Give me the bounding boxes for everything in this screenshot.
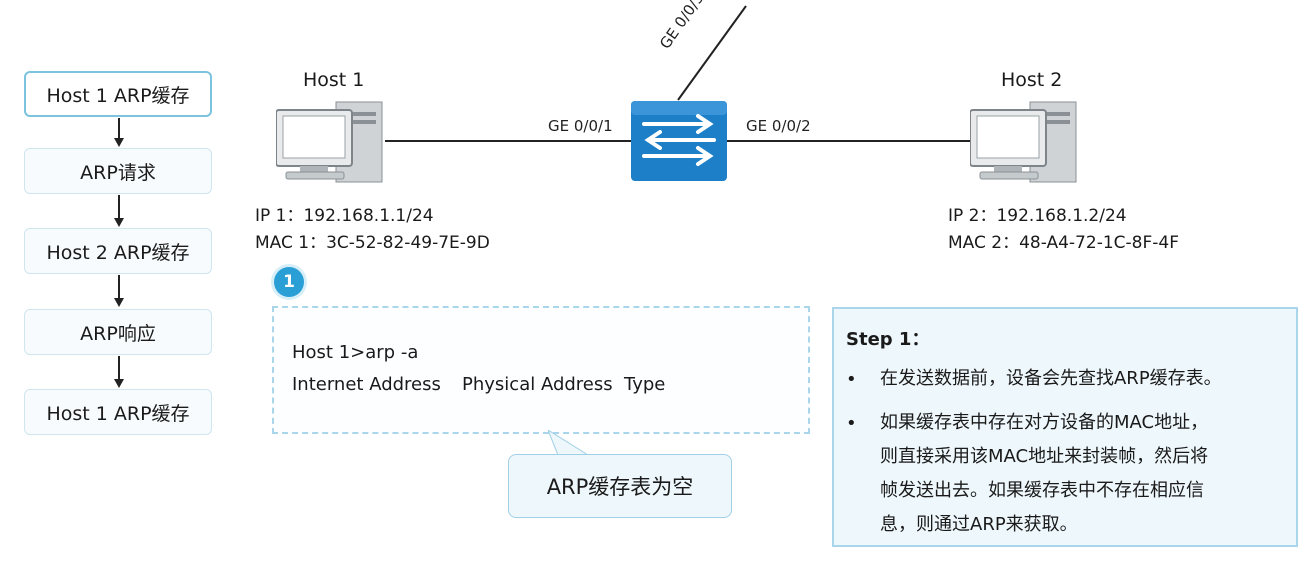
arp-table-header-internet-address: Internet Address [292, 374, 441, 395]
command-line: Host 1>arp -a [292, 342, 419, 363]
arp-cache-empty-callout: ARP缓存表为空 [508, 454, 732, 518]
topology-links [385, 5, 972, 142]
host2-ip: IP 2：192.168.1.2/24 [948, 206, 1127, 226]
link-switch-uplink [677, 5, 747, 101]
host2-computer-icon[interactable] [970, 100, 1080, 185]
flow-step-label: ARP响应 [80, 322, 156, 345]
bullet-line: 则直接采用该MAC地址来封装帧，然后将 [880, 446, 1209, 467]
host1-mac: MAC 1：3C-52-82-49-7E-9D [255, 233, 490, 253]
flow-step-host1-cache[interactable]: Host 1 ARP缓存 [24, 71, 212, 117]
step-explanation-panel: Step 1： • 在发送数据前，设备会先查找ARP缓存表。 • 如果缓存表中存… [832, 307, 1298, 547]
callout-text: ARP缓存表为空 [546, 475, 694, 499]
arp-command-output: Host 1>arp -a Internet Address Physical … [272, 306, 810, 434]
bullet-line: 在发送数据前，设备会先查找ARP缓存表。 [880, 368, 1222, 389]
bullet-line: 息，则通过ARP来获取。 [880, 514, 1078, 535]
bullet-line: 如果缓存表中存在对方设备的MAC地址， [880, 412, 1209, 433]
flow-step-host1-cache-final[interactable]: Host 1 ARP缓存 [24, 389, 212, 435]
flow-step-label: Host 1 ARP缓存 [46, 84, 190, 107]
flow-step-label: ARP请求 [80, 161, 156, 184]
bullet-line: 帧发送出去。如果缓存表中不存在相应信 [880, 480, 1204, 501]
bullet-dot: • [846, 369, 857, 390]
arp-table-header-type: Type [624, 374, 666, 395]
host1-computer-icon[interactable] [276, 100, 386, 185]
flow-step-host2-cache[interactable]: Host 2 ARP缓存 [24, 228, 212, 274]
flow-arrow [114, 195, 124, 227]
host1-label: Host 1 [303, 69, 365, 91]
flow-arrow [114, 356, 124, 388]
flow-step-label: Host 1 ARP缓存 [46, 402, 190, 425]
bullet-dot: • [846, 413, 857, 434]
flow-arrow [114, 275, 124, 307]
step-title: Step 1： [846, 329, 930, 350]
host1-ip: IP 1：192.168.1.1/24 [255, 206, 434, 226]
step-number-badge: 1 [274, 267, 304, 297]
flow-step-arp-reply[interactable]: ARP响应 [24, 309, 212, 355]
port-ge002-label: GE 0/0/2 [746, 117, 811, 135]
bullet-text-2: 如果缓存表中存在对方设备的MAC地址， 则直接采用该MAC地址来封装帧，然后将 … [880, 406, 1290, 542]
switch-icon[interactable] [630, 100, 728, 182]
arp-table-header-physical-address: Physical Address [462, 374, 613, 395]
bullet-text-1: 在发送数据前，设备会先查找ARP缓存表。 [880, 362, 1290, 396]
port-ge001-label: GE 0/0/1 [548, 117, 613, 135]
flow-step-label: Host 2 ARP缓存 [46, 241, 190, 264]
host2-mac: MAC 2：48-A4-72-1C-8F-4F [948, 233, 1179, 253]
flow-step-arp-request[interactable]: ARP请求 [24, 148, 212, 194]
flow-arrow [114, 118, 124, 147]
host2-label: Host 2 [1001, 69, 1063, 91]
